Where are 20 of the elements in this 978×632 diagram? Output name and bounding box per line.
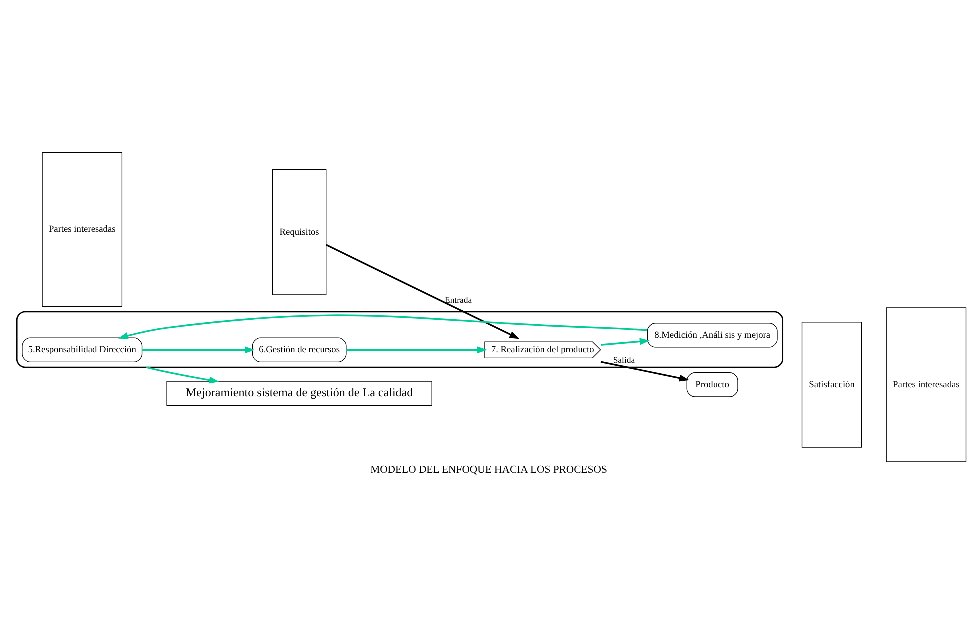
node-box: Producto [686,372,738,398]
arrow [146,366,220,384]
node-box: Mejoramiento sistema de gestión de La calidad [166,381,432,406]
arrow [346,346,488,354]
node-box: Partes interesadas [42,152,123,307]
node-box: Partes interesadas [886,308,967,462]
edge-label: Entrada [445,294,472,305]
cluster [16,311,784,368]
arrow [600,361,690,382]
arrow [142,346,256,354]
node-box: 6.Gestión de recursos [252,338,347,363]
arrow [326,244,520,340]
node-box: Satisfacción [802,322,862,448]
node-box: 8.Medición ,Análi sis y mejora [647,323,778,348]
edge-label: Salida [613,355,636,366]
arrow [118,314,648,340]
arrow [600,338,650,346]
node-box: 5.Responsabilidad Dirección [22,338,143,363]
caption: MODELO DEL ENFOQUE HACIA LOS PROCESOS [370,464,608,476]
node-box: Requisitos [272,169,327,296]
